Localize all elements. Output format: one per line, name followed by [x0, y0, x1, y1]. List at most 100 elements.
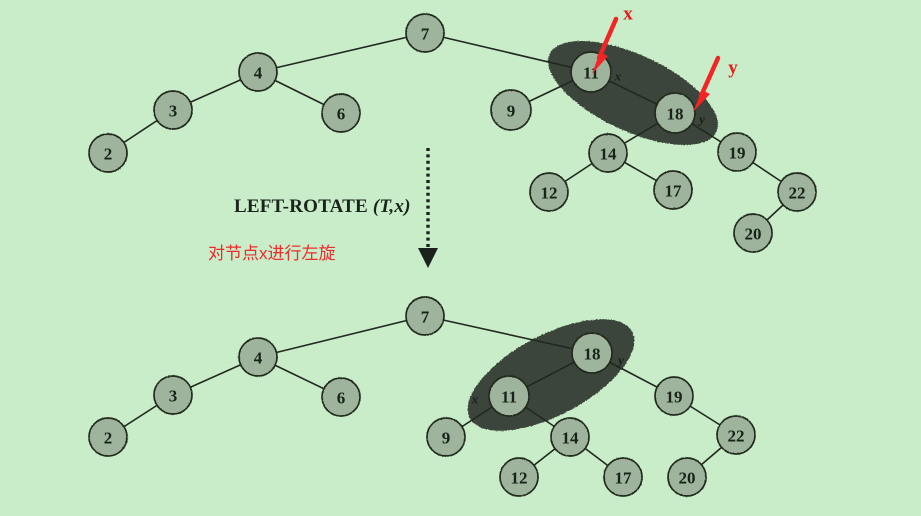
- operation-name: LEFT-ROTATE: [234, 196, 368, 217]
- annotation-arrow-y: [693, 55, 721, 112]
- marker-label-x-after: x: [471, 392, 479, 407]
- tree-node[interactable]: 17: [603, 457, 643, 497]
- transition-arrow-head-icon: [418, 248, 438, 268]
- node-circle: [426, 417, 466, 457]
- node-circle: [88, 417, 128, 457]
- node-circle: [777, 172, 817, 212]
- node-circle: [654, 376, 694, 416]
- nodes-after: 7 4 3 2 6: [88, 296, 756, 497]
- marker-label-y-after: y: [616, 353, 624, 368]
- tree-node[interactable]: 4: [238, 52, 278, 92]
- tree-node[interactable]: 20: [667, 457, 707, 497]
- tree-node[interactable]: 2: [88, 133, 128, 173]
- tree-node[interactable]: 20: [733, 213, 773, 253]
- node-key: 4: [254, 64, 263, 83]
- node-circle: [405, 13, 445, 53]
- node-circle: [603, 457, 643, 497]
- node-circle: [499, 457, 539, 497]
- tree-node[interactable]: 2: [88, 417, 128, 457]
- node-circle: [321, 377, 361, 417]
- node-circle: [667, 457, 707, 497]
- node-circle: [321, 93, 361, 133]
- node-key: 7: [421, 308, 430, 327]
- chinese-note: 对节点x进行左旋: [208, 244, 336, 263]
- arrow-x-shaft: [596, 16, 619, 61]
- node-key: 18: [584, 345, 601, 364]
- node-circle: [588, 133, 628, 173]
- edges-after: [107, 315, 737, 478]
- operation-caption: LEFT-ROTATE(T,x): [234, 196, 411, 218]
- node-circle: [653, 170, 693, 210]
- arrow-x-head-icon: [592, 52, 608, 74]
- tree-node[interactable]: 3: [153, 375, 193, 415]
- tree-node[interactable]: 6: [321, 377, 361, 417]
- node-circle: [733, 213, 773, 253]
- node-key: 18: [667, 105, 684, 124]
- tree-after-rotation: 7 4 3 2 6: [88, 296, 756, 497]
- node-key: 4: [254, 349, 263, 368]
- tree-node[interactable]: 7: [405, 13, 445, 53]
- node-key: 14: [562, 429, 580, 448]
- tree-node[interactable]: 12: [529, 172, 569, 212]
- edge-7-4: [257, 32, 426, 73]
- node-circle: [716, 415, 756, 455]
- arrow-y-shaft: [698, 55, 721, 99]
- operation-args: (T,x): [372, 196, 411, 217]
- node-key: 7: [421, 25, 430, 44]
- tree-node[interactable]: 22: [777, 172, 817, 212]
- node-key: 14: [600, 145, 618, 164]
- node-circle: [571, 332, 613, 374]
- node-circle: [529, 172, 569, 212]
- tree-node[interactable]: 3: [153, 90, 193, 130]
- node-key: 2: [104, 429, 113, 448]
- node-circle: [488, 375, 530, 417]
- tree-node[interactable]: 17: [653, 170, 693, 210]
- tree-node[interactable]: 12: [499, 457, 539, 497]
- node-circle: [153, 375, 193, 415]
- node-circle: [550, 417, 590, 457]
- node-key: 6: [337, 105, 346, 124]
- nodes-before: 7 4 3 2 6: [88, 13, 817, 253]
- edge-7-18: [424, 315, 593, 354]
- tree-node[interactable]: 14: [588, 133, 628, 173]
- node-key: 3: [169, 387, 178, 406]
- tree-node[interactable]: 11: [488, 375, 530, 417]
- node-key: 12: [541, 184, 558, 203]
- edge-7-4: [257, 315, 426, 358]
- node-key: 22: [789, 184, 806, 203]
- tree-node[interactable]: 9: [426, 417, 466, 457]
- tree-node[interactable]: 7: [405, 296, 445, 336]
- node-circle: [88, 133, 128, 173]
- tree-node[interactable]: 6: [321, 93, 361, 133]
- annotation-y-label: y: [728, 58, 738, 79]
- node-key: 9: [507, 102, 516, 121]
- node-key: 20: [679, 469, 696, 488]
- node-key: 6: [337, 389, 346, 408]
- tree-node[interactable]: 18: [654, 92, 696, 134]
- tree-node[interactable]: 14: [550, 417, 590, 457]
- tree-before-rotation: 7 4 3 2 6: [88, 13, 817, 253]
- node-key: 9: [442, 429, 451, 448]
- node-circle: [238, 52, 278, 92]
- tree-node[interactable]: 19: [654, 376, 694, 416]
- tree-node[interactable]: 19: [717, 132, 757, 172]
- tree-node[interactable]: 18: [571, 332, 613, 374]
- arrow-y-head-icon: [693, 90, 710, 112]
- node-circle: [654, 92, 696, 134]
- marker-label-x-before: x: [614, 69, 622, 84]
- node-circle: [717, 132, 757, 172]
- node-circle: [490, 89, 532, 131]
- node-key: 20: [745, 225, 762, 244]
- node-key: 2: [104, 145, 113, 164]
- annotation-x-label: x: [623, 4, 633, 25]
- annotation-arrow-x: [592, 16, 619, 74]
- tree-node[interactable]: 9: [490, 89, 532, 131]
- tree-node[interactable]: 22: [716, 415, 756, 455]
- node-key: 12: [511, 469, 528, 488]
- node-key: 19: [729, 144, 746, 163]
- node-key: 11: [501, 388, 517, 407]
- tree-node[interactable]: 4: [238, 337, 278, 377]
- node-circle: [153, 90, 193, 130]
